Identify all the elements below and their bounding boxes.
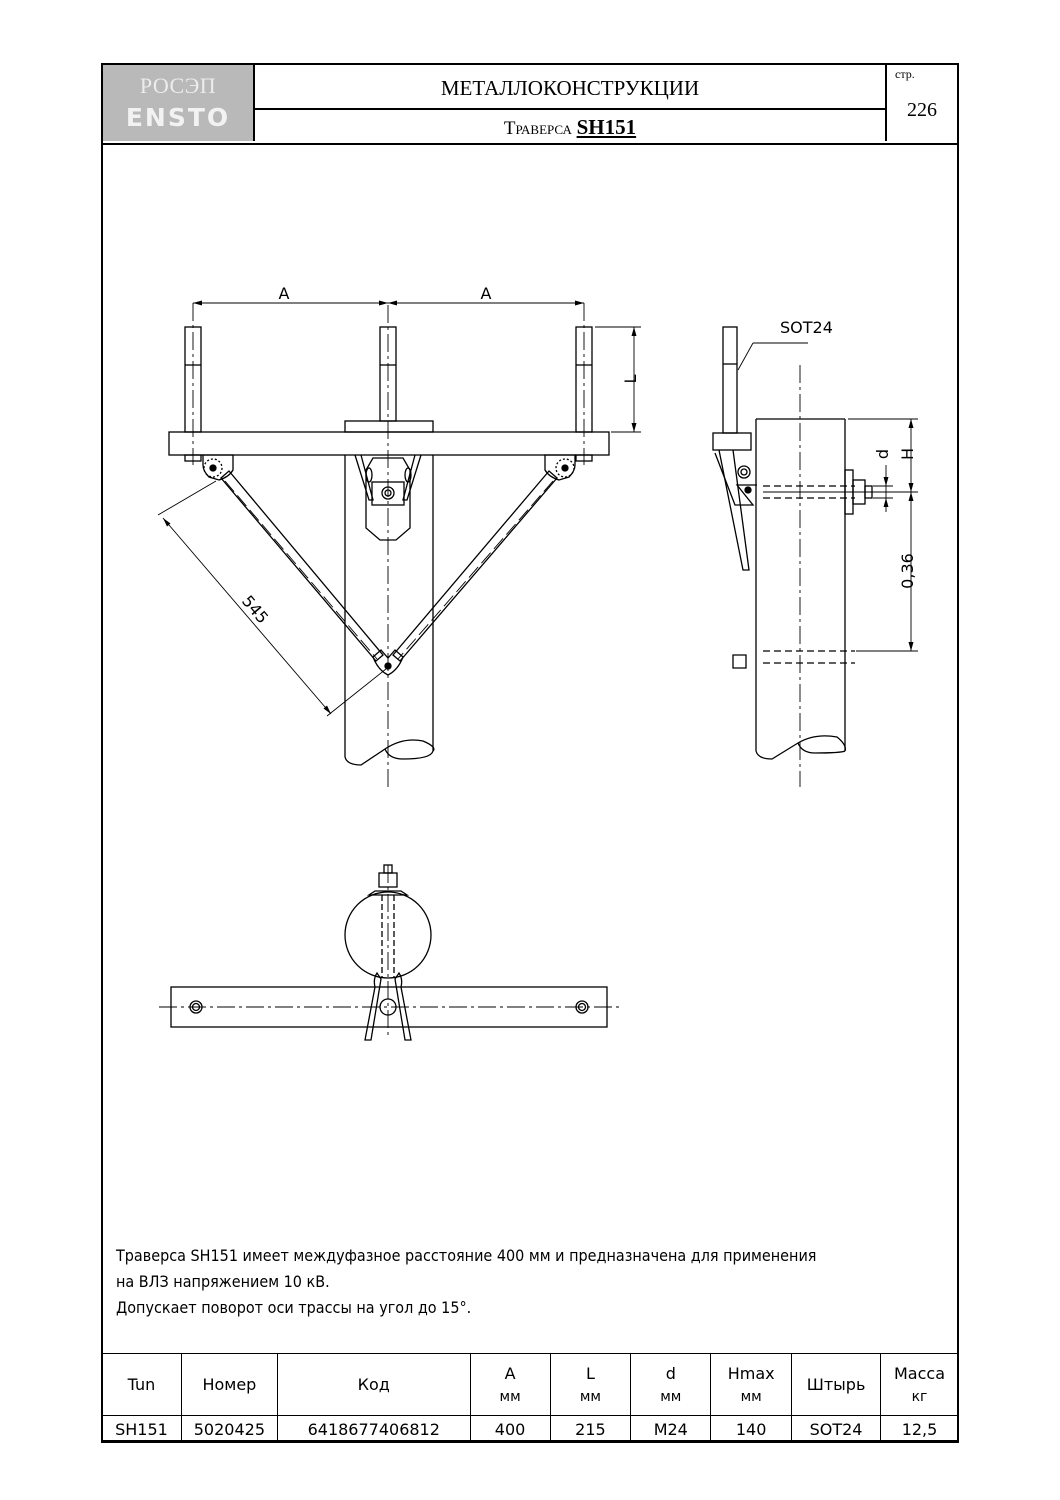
- cell-a: 400: [469, 1415, 551, 1443]
- drawing-sheet: РОСЭП ENSTO МЕТАЛЛОКОНСТРУКЦИИ Траверса …: [101, 63, 959, 1443]
- dim-spacing-label: 0,36: [898, 553, 917, 589]
- note-line-3: Допускает поворот оси трассы на угол до …: [116, 1298, 472, 1317]
- table-row: SH151 5020425 6418677406812 400 215 M24 …: [101, 1415, 959, 1443]
- col-header-number: Номер: [180, 1353, 278, 1416]
- col-header-code: Код: [276, 1353, 471, 1416]
- cell-l: 215: [549, 1415, 632, 1443]
- item-code: SH151: [576, 115, 637, 139]
- col-header-type: Tun: [101, 1353, 182, 1416]
- cell-type: SH151: [101, 1415, 182, 1443]
- dim-a-left-label: A: [279, 284, 290, 303]
- top-view: [159, 864, 619, 1041]
- pin-right: [575, 303, 593, 465]
- dim-d-label: d: [873, 449, 892, 459]
- pin-callout-label: SOT24: [780, 318, 833, 337]
- page-label: стр.: [895, 67, 915, 81]
- title-block: РОСЭП ENSTO МЕТАЛЛОКОНСТРУКЦИИ Траверса …: [103, 65, 957, 145]
- front-view: [157, 300, 641, 787]
- col-header-pin: Штырь: [791, 1353, 881, 1416]
- cell-hmax: 140: [710, 1415, 793, 1443]
- pin-left: [184, 303, 202, 465]
- cell-pin: SOT24: [791, 1415, 881, 1443]
- technical-drawing: A A L 545 SOT24 d H 0,36: [157, 284, 918, 1041]
- logo-line-rosep: РОСЭП: [139, 73, 217, 98]
- dim-a-right-label: A: [481, 284, 492, 303]
- cell-mass: 12,5: [880, 1415, 959, 1443]
- logo-line-ensto: ENSTO: [125, 103, 231, 132]
- description-notes: Траверса SH151 имеет междуфазное расстоя…: [116, 1243, 946, 1321]
- item-title-prefix: Траверса: [503, 118, 572, 139]
- cell-code: 6418677406812: [276, 1415, 471, 1443]
- dim-l-label: L: [621, 374, 640, 383]
- item-title: Траверса SH151: [255, 110, 885, 141]
- cell-number: 5020425: [180, 1415, 278, 1443]
- side-view: [712, 326, 918, 787]
- company-logo: РОСЭП ENSTO: [103, 65, 255, 141]
- page-number-box: стр. 226: [885, 65, 957, 141]
- section-title: МЕТАЛЛОКОНСТРУКЦИИ: [255, 65, 885, 110]
- page-number: 226: [907, 99, 937, 121]
- note-line-2: на ВЛЗ напряжением 10 кВ.: [116, 1272, 330, 1291]
- dim-brace-label: 545: [238, 592, 272, 628]
- pin-center: [379, 326, 397, 422]
- dim-h-label: H: [898, 448, 917, 460]
- note-line-1: Траверса SH151 имеет междуфазное расстоя…: [116, 1246, 817, 1265]
- cell-d: M24: [630, 1415, 712, 1443]
